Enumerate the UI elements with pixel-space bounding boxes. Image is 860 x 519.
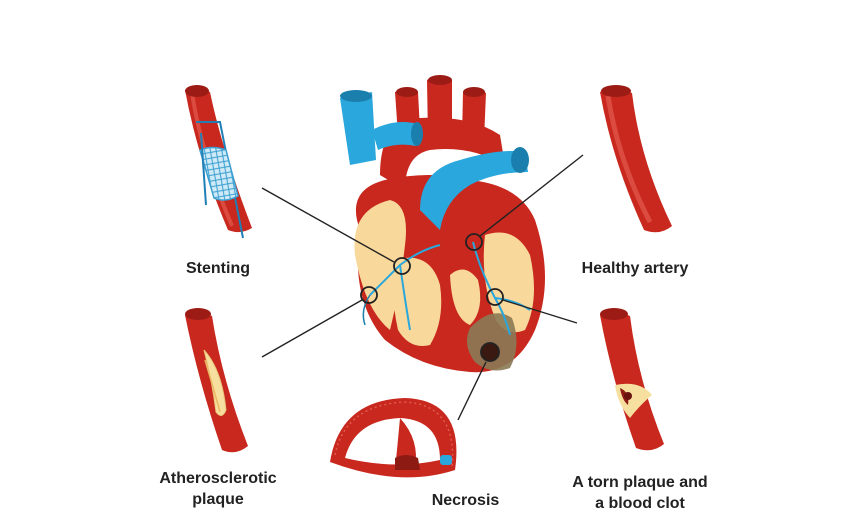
label-torn-plaque-line2: a blood clot — [595, 495, 685, 512]
callout-line-healthy — [479, 154, 584, 237]
label-torn-plaque-line1: A torn plaque and — [572, 474, 708, 491]
atherosclerotic-artery-illustration — [185, 308, 248, 453]
label-stenting: Stenting — [186, 260, 250, 277]
necrosis-cross-section-illustration — [330, 398, 457, 478]
heart-illustration — [340, 75, 545, 373]
callout-lines — [261, 154, 584, 421]
callout-line-torn-plaque — [502, 299, 578, 324]
label-atherosclerotic-line2: plaque — [192, 491, 244, 508]
healthy-artery-illustration — [600, 85, 672, 233]
callout-line-stenting — [261, 187, 395, 263]
label-atherosclerotic-line1: Atherosclerotic — [159, 470, 277, 487]
label-healthy-artery: Healthy artery — [581, 260, 689, 277]
stented-artery-illustration — [185, 85, 252, 239]
callout-line-necrosis — [457, 361, 487, 421]
torn-plaque-artery-illustration — [600, 308, 664, 451]
label-atherosclerotic-plaque: Atherosclerotic plaque — [138, 468, 298, 510]
label-necrosis: Necrosis — [431, 492, 500, 509]
callout-line-atherosclerotic — [261, 299, 363, 358]
label-torn-plaque-blood-clot: A torn plaque and a blood clot — [545, 472, 735, 514]
